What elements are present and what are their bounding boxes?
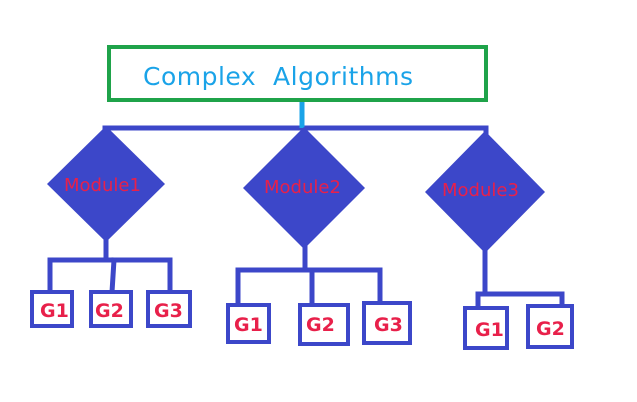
leaf-box [146,290,192,328]
module-3-diamond [425,131,545,253]
module-1-diamond [47,126,165,242]
module-3-label: Module3 [442,180,519,201]
leaf-label: G1 [475,319,504,341]
leaf-box [362,301,412,345]
module-1: Module1 [47,126,165,242]
module-2: Module2 [243,127,365,249]
module-2-leaf-g2: G2 [298,303,350,346]
module-1-leaf-g2: G2 [89,290,133,328]
module-3-leaf-g2: G2 [526,304,574,349]
module-2-leaf-g1: G1 [226,303,271,344]
module-3-leaf-g1: G1 [463,306,509,350]
module-2-diamond [243,127,365,249]
leaf-label: G1 [234,314,263,336]
leaf-box [526,304,574,349]
root-title: Complex Algorithms [143,62,414,91]
leaf-label: G2 [306,314,335,336]
module1-g2-drop [109,257,117,295]
leaf-label: G3 [154,300,183,322]
module-3: Module3 [425,131,545,253]
module-2-leaf-g3: G3 [362,301,412,345]
leaf-label: G2 [95,300,124,322]
module-1-leaf-g1: G1 [30,290,74,328]
module-1-leaf-g3: G3 [146,290,192,328]
connector-lines [47,125,565,311]
leaf-box [89,290,133,328]
leaf-box [463,306,509,350]
leaf-box [30,290,74,328]
leaf-label: G3 [374,314,403,336]
root-box [107,45,488,102]
leaf-box [226,303,271,344]
module-2-label: Module2 [264,177,341,198]
module-1-label: Module1 [64,175,141,196]
leaf-label: G2 [536,318,565,340]
leaf-label: G1 [40,300,69,322]
leaf-box [298,303,350,346]
